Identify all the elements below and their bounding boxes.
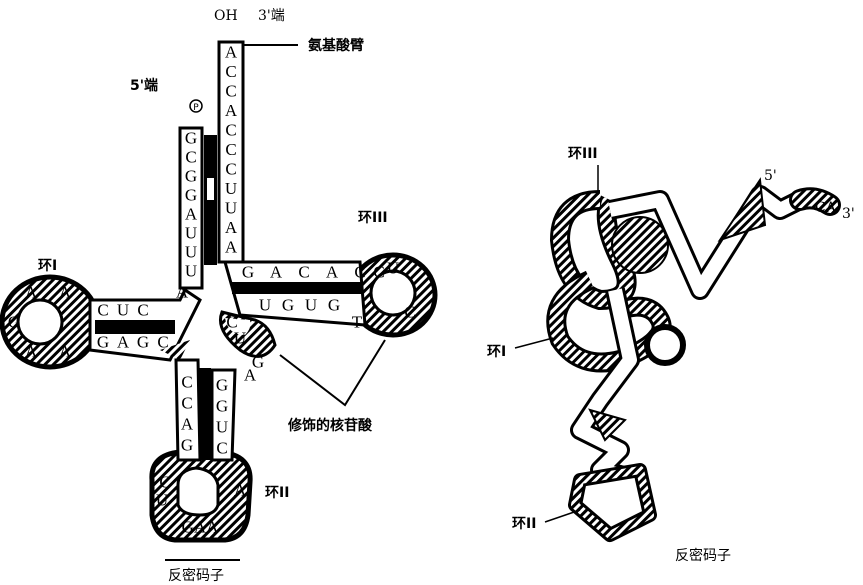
anticodon-triplet: GAA: [182, 518, 220, 537]
nucleotide: U: [259, 296, 271, 315]
nucleotide: C: [181, 394, 192, 413]
nucleotide: C: [373, 263, 384, 282]
nucleotide: C: [225, 121, 236, 140]
nucleotide: A: [326, 263, 339, 282]
loop1-label: 环I: [38, 258, 57, 274]
nucleotide: C: [97, 301, 108, 320]
nucleotide: C: [225, 140, 236, 159]
nucleotide: G: [97, 333, 109, 352]
nucleotide: C: [157, 333, 168, 352]
nucleotide: A: [117, 333, 130, 352]
acceptor-arm-label: 氨基酸臂: [308, 37, 364, 54]
nucleotide: C: [404, 303, 415, 322]
nucleotide: A: [25, 283, 38, 302]
modified-nucleotide-pointer: [279, 339, 386, 407]
phosphate-icon: [189, 99, 203, 113]
nucleotide: C: [216, 439, 227, 458]
nucleotide: C: [225, 62, 236, 81]
oh-label: OH: [214, 8, 238, 24]
nucleotide: U: [225, 199, 237, 218]
nucleotide: U: [185, 224, 197, 243]
anticodon-stem: [174, 358, 237, 462]
nucleotide: A: [270, 263, 283, 282]
nucleotide: A: [59, 342, 72, 361]
nucleotide: U: [216, 418, 228, 437]
nucleotide: G: [8, 313, 20, 332]
t-loop: [348, 252, 438, 338]
nucleotide: G: [242, 263, 254, 282]
right-cca-label: CA: [815, 200, 837, 216]
nucleotide: C: [298, 263, 309, 282]
modified-nucleotides-label: 修饰的核苷酸: [287, 417, 373, 434]
nucleotide: A: [234, 481, 247, 500]
nucleotide: C: [137, 301, 148, 320]
nucleotide: G: [137, 333, 149, 352]
nucleotide: A: [225, 218, 238, 237]
nucleotide: G: [185, 129, 197, 148]
anticodon-loop: [149, 449, 253, 543]
right-three-prime-label: 3': [842, 206, 855, 222]
nucleotide: A: [176, 283, 189, 302]
nucleotide: G: [216, 376, 228, 395]
right-loop3-label: 环III: [568, 146, 598, 162]
nucleotide: C: [225, 160, 236, 179]
nucleotide: U: [156, 491, 168, 510]
nucleotide: A: [25, 342, 38, 361]
nucleotide: C: [159, 473, 170, 492]
right-loop1-pointer: [514, 337, 554, 349]
nucleotide: C: [354, 263, 365, 282]
nucleotide: A: [181, 415, 194, 434]
nucleotide: U: [117, 301, 129, 320]
nucleotide: G: [185, 186, 197, 205]
nucleotide: A: [244, 366, 257, 385]
nucleotide: U: [225, 179, 237, 198]
nucleotide: G: [282, 296, 294, 315]
nucleotide: C: [225, 82, 236, 101]
nucleotide: C: [185, 148, 196, 167]
nucleotide: U: [185, 262, 197, 281]
nucleotide: A: [225, 101, 238, 120]
t-stem: [223, 260, 367, 327]
nucleotide: U: [387, 259, 399, 278]
d-stem: [88, 287, 202, 362]
nucleotide: A: [225, 238, 238, 257]
right-anticodon-label: 反密码子: [675, 547, 731, 564]
nucleotide: U: [305, 296, 317, 315]
nucleotide: A: [225, 43, 238, 62]
nucleotide: G: [328, 296, 340, 315]
phosphate-label: P: [193, 103, 199, 113]
nucleotide: C: [181, 373, 192, 392]
nucleotide: G: [252, 353, 264, 372]
nucleotide: C: [226, 313, 237, 332]
right-loop2-label: 环II: [512, 516, 536, 532]
three-prime-end-label: 3'端: [258, 8, 285, 24]
anticodon-label: 反密码子: [168, 567, 224, 584]
nucleotide: U: [185, 243, 197, 262]
right-loop2-pointer: [544, 509, 581, 523]
loop3-label: 环III: [358, 210, 388, 226]
right-five-prime-label: 5': [764, 168, 777, 184]
five-prime-end-label: 5'端: [130, 77, 158, 94]
nucleotide: G: [185, 167, 197, 186]
right-loop1-label: 环I: [487, 344, 506, 360]
nucleotide: T: [352, 313, 363, 332]
nucleotide: G: [181, 436, 193, 455]
tertiary-structure: 环III 5' CA 3' 环I 环II 反密码子: [487, 146, 855, 564]
nucleotide: U: [234, 329, 246, 348]
nucleotide: A: [185, 205, 198, 224]
nucleotide: G: [216, 397, 228, 416]
nucleotide: A: [59, 283, 72, 302]
variable-loop: [219, 310, 277, 358]
loop2-label: 环II: [265, 485, 289, 501]
